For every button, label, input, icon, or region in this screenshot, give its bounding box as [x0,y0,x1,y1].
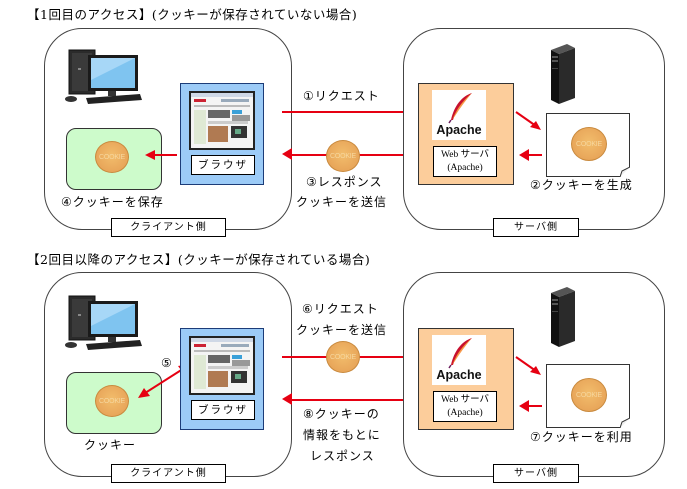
web-server-label: Web サーバ (Apache) [433,391,497,422]
arrow-return-cookie [527,154,542,156]
server-tower-icon [551,44,575,104]
browser-label: ブラウザ [191,155,255,175]
arrowhead-left-icon [282,393,292,405]
browser-panel: ブラウザ [180,328,264,430]
arrow-request [282,111,410,113]
apache-logo: Apache [432,335,486,385]
browser-screenshot-icon [189,336,255,395]
desktop-computer-icon [65,49,142,104]
arrow-save-cookie [150,154,177,156]
response-info-label: 情報をもとに [303,428,381,442]
cookie-icon: COOKIE [571,378,607,412]
step5-marker: ⑤ [161,356,172,370]
cookie-icon-in-transit: COOKIE [326,341,360,373]
cookie-document: COOKIE [546,364,630,428]
step8-response-label: ⑧クッキーの [303,407,380,421]
cookie-icon: COOKIE [95,141,129,173]
server-tower-icon [551,287,575,347]
arrowhead-left-icon [282,148,292,160]
arrow-return-cookie [527,405,542,407]
step7-use-cookie-label: ⑦クッキーを利用 [530,430,633,444]
desktop-computer-icon [65,295,142,350]
send-cookie-label: クッキーを送信 [296,323,388,337]
arrowhead-left-icon [519,400,529,412]
step6-request-label: ⑥リクエスト [302,302,379,316]
browser-panel: ブラウザ [180,83,264,185]
cookie-storage: COOKIE [66,372,162,434]
response-label: レスポンス [310,449,375,463]
apache-logo: Apache [432,90,486,140]
client-side-label: クライアント側 [111,464,226,483]
step4-save-cookie-label: ④クッキーを保存 [61,195,164,209]
page-curl-icon [620,418,630,428]
apache-feather-icon [448,338,472,369]
apache-panel: Apache Web サーバ (Apache) [418,83,514,185]
client-side-label: クライアント側 [111,218,226,237]
arrow-response [290,399,410,401]
cookie-icon: COOKIE [95,385,129,417]
arrow-generate-cookie [515,111,541,130]
cookie-icon-in-transit: COOKIE [326,140,360,172]
page-curl-icon [620,167,630,177]
send-cookie-label: クッキーを送信 [296,195,388,209]
browser-screenshot-icon [189,91,255,150]
arrow-use-cookie [515,356,541,375]
step1-request-label: ①リクエスト [303,89,380,103]
cookie-storage: COOKIE [66,128,162,190]
section-1-title: 【1回目のアクセス】(クッキーが保存されていない場合) [27,7,358,22]
cookie-document: COOKIE [546,113,630,177]
step2-generate-cookie-label: ②クッキーを生成 [530,178,633,192]
server-side-label: サーバ側 [493,218,579,237]
apache-feather-icon [448,93,472,124]
arrowhead-left-icon [145,150,155,160]
step3-response-label: ③レスポンス [306,175,383,189]
browser-label: ブラウザ [191,400,255,420]
web-server-label: Web サーバ (Apache) [433,146,497,177]
section-2-title: 【2回目以降のアクセス】(クッキーが保存されている場合) [27,252,371,267]
cookie-label: クッキー [84,438,137,452]
cookie-icon: COOKIE [571,127,607,161]
arrowhead-left-icon [519,149,529,161]
server-side-label: サーバ側 [493,464,579,483]
apache-panel: Apache Web サーバ (Apache) [418,328,514,430]
